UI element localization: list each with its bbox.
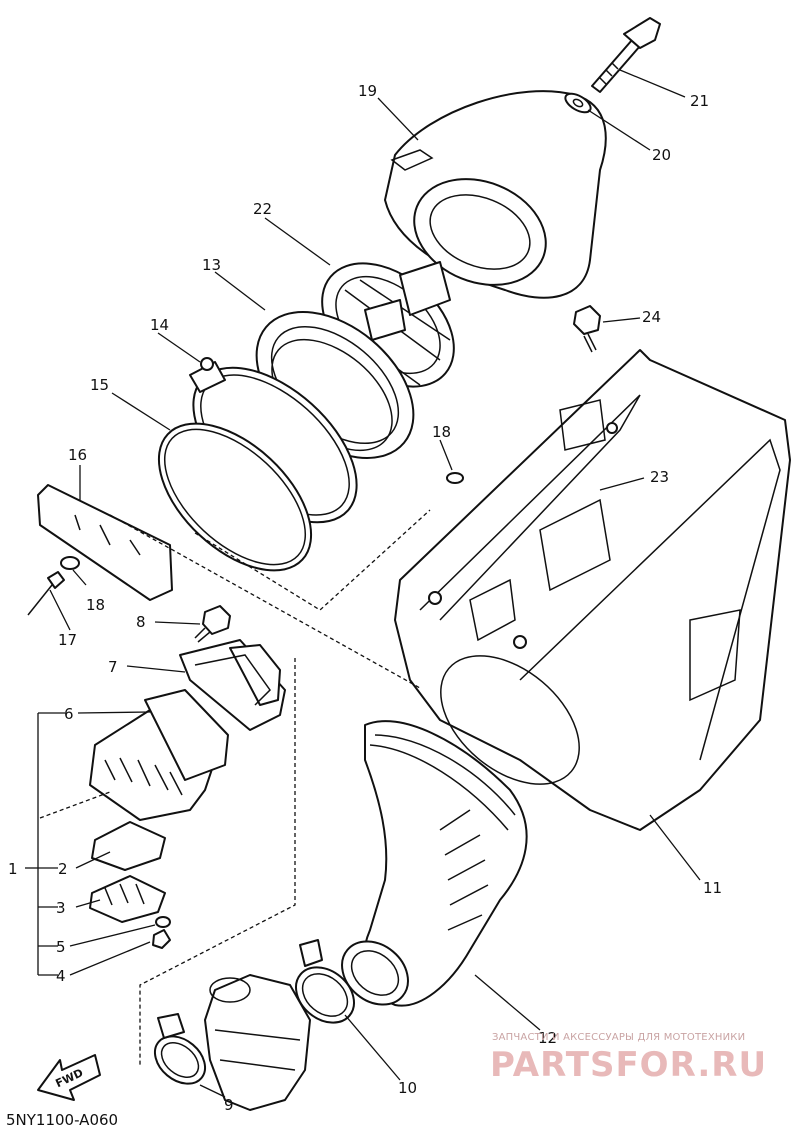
callout-17: 17 [58, 631, 77, 649]
air-filter-element[interactable] [384, 90, 607, 304]
callout-7: 7 [108, 658, 118, 676]
clamp-9[interactable] [146, 1013, 215, 1093]
callout-3: 3 [56, 899, 66, 917]
callout-18-right: 18 [432, 423, 451, 441]
washer-18-right[interactable] [446, 472, 464, 484]
callout-22: 22 [253, 200, 272, 218]
screw-17[interactable] [27, 571, 65, 616]
air-filter-case-11[interactable] [394, 349, 791, 831]
reed-valve-body-6[interactable] [89, 689, 229, 821]
callout-15: 15 [90, 376, 109, 394]
callout-24: 24 [642, 308, 661, 326]
clamp-10[interactable] [285, 939, 365, 1034]
callout-8: 8 [136, 613, 146, 631]
callout-13: 13 [202, 256, 221, 274]
callout-5: 5 [56, 938, 66, 956]
callout-20: 20 [652, 146, 671, 164]
callout-16: 16 [68, 446, 87, 464]
carburetor [204, 974, 311, 1111]
callout-23: 23 [650, 468, 669, 486]
manifold-7[interactable] [179, 639, 286, 731]
callout-4: 4 [56, 967, 66, 985]
callout-9: 9 [224, 1096, 234, 1114]
bolt-8[interactable] [194, 605, 231, 643]
callout-19: 19 [358, 82, 377, 100]
callout-6: 6 [64, 705, 74, 723]
callout-12: 12 [538, 1029, 557, 1047]
callout-11: 11 [703, 879, 722, 897]
wing-bolt-21[interactable] [591, 17, 661, 93]
watermark-subtitle: ЗАПЧАСТИ И АКСЕССУАРЫ ДЛЯ МОТОТЕХНИКИ [492, 1032, 746, 1043]
intake-joint-12[interactable] [329, 720, 528, 1017]
callout-2: 2 [58, 860, 68, 878]
callout-21: 21 [690, 92, 709, 110]
bolt-24[interactable] [573, 305, 601, 353]
watermark-brand: PARTSFOR.RU [490, 1045, 768, 1085]
screw-4[interactable] [152, 929, 171, 949]
reed-petal-2[interactable] [91, 821, 166, 871]
diagram-code: 5NY1100-A060 [6, 1111, 118, 1129]
callout-labels: 19 21 20 22 13 24 14 15 18 16 23 18 8 17… [6, 82, 722, 1129]
callout-14: 14 [150, 316, 169, 334]
callout-10: 10 [398, 1079, 417, 1097]
washer-18-left[interactable] [60, 556, 80, 570]
callout-18-left: 18 [86, 596, 105, 614]
ring-15[interactable] [132, 396, 337, 598]
washer-5[interactable] [155, 916, 171, 928]
callout-1: 1 [8, 860, 18, 878]
reed-stopper-3[interactable] [89, 875, 166, 923]
fwd-arrow-icon [37, 1054, 101, 1101]
leader-lines [25, 69, 701, 1098]
washer-20[interactable] [562, 90, 593, 116]
plate-16[interactable] [37, 484, 173, 601]
